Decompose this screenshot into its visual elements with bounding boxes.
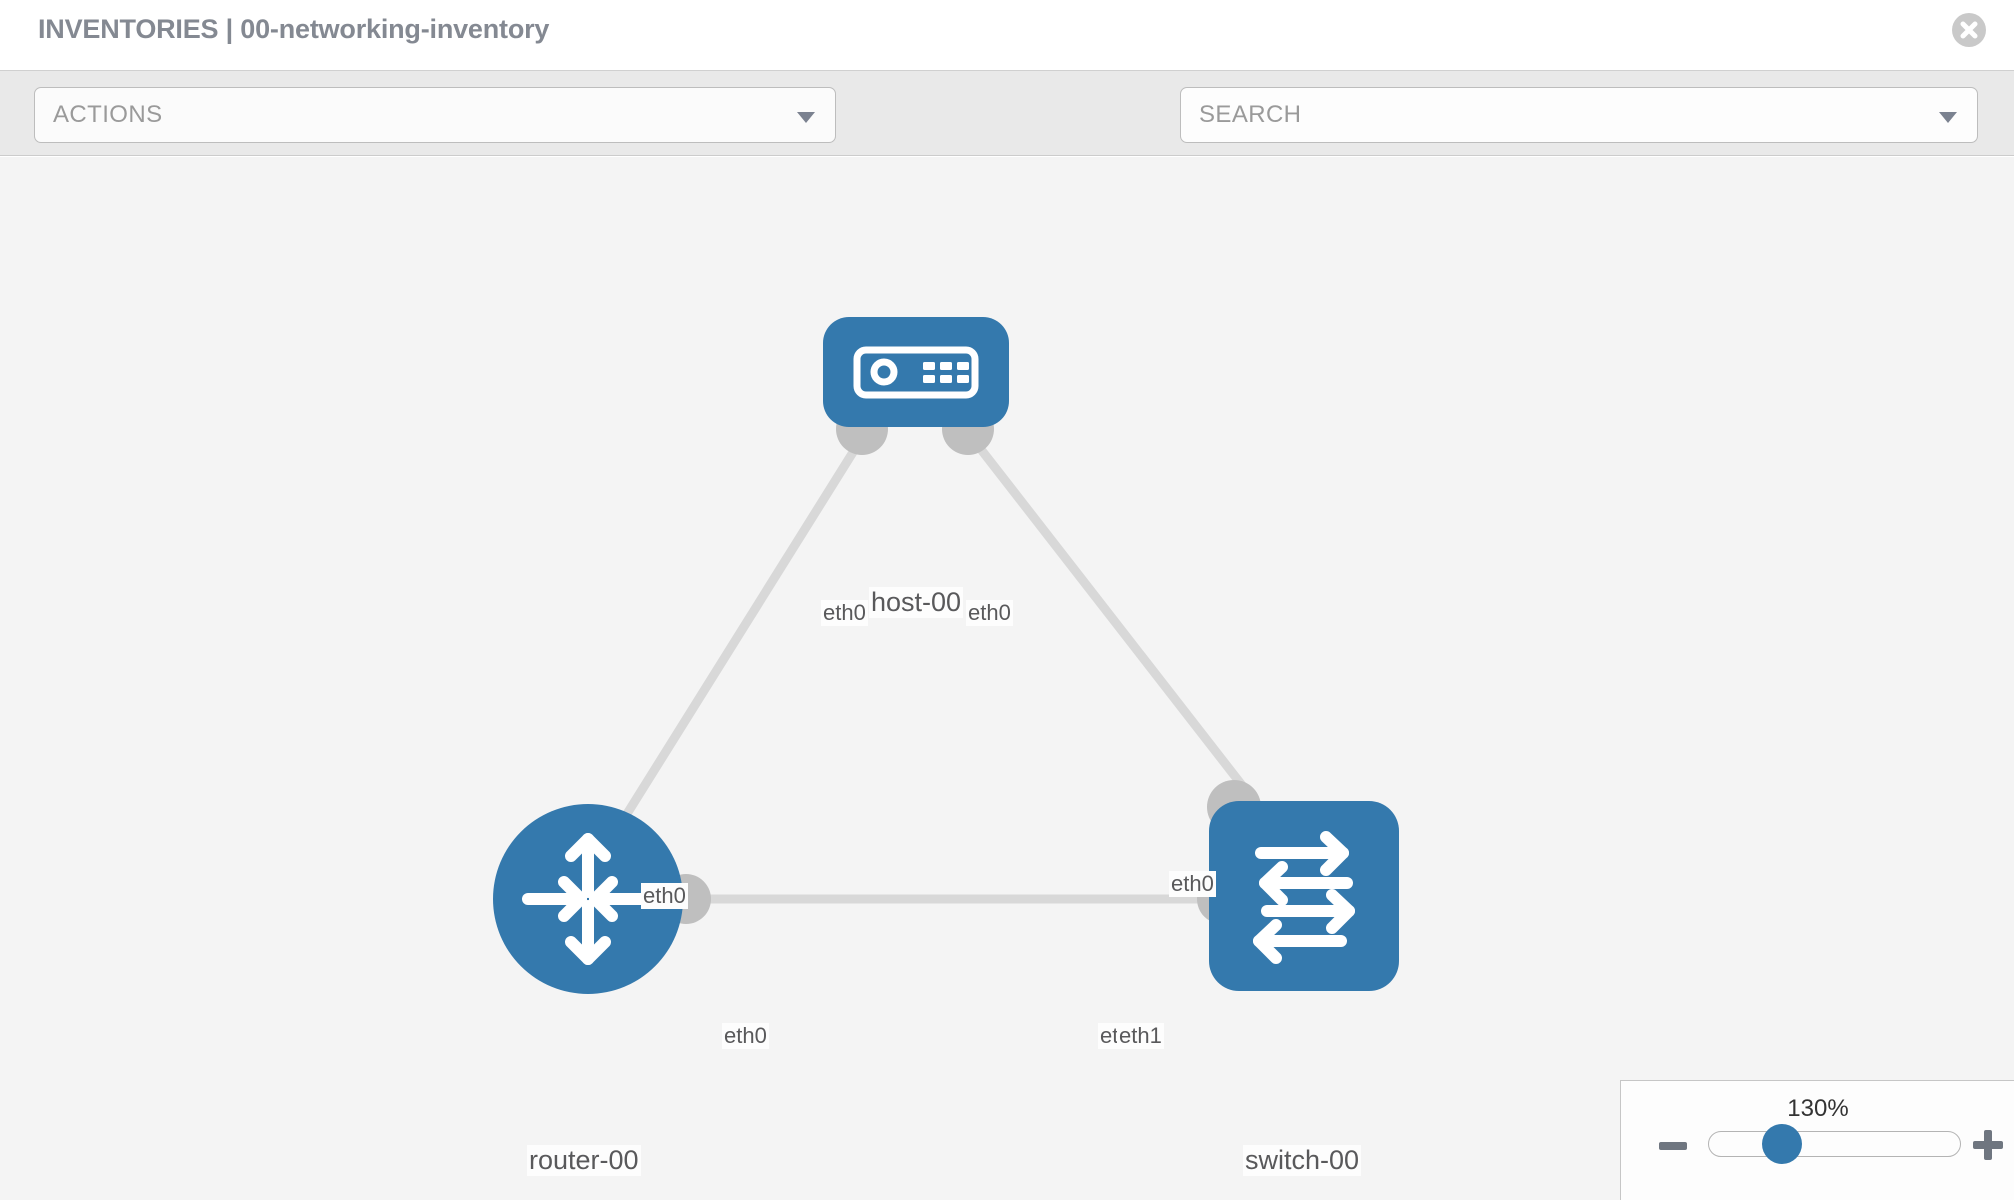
topology-edges (596, 403, 1294, 924)
edge-label-switch-upper: eth0 (1169, 871, 1216, 897)
edge-host-router (596, 422, 874, 860)
router-arrows-icon (522, 833, 654, 965)
topology-node-switch-00[interactable] (1209, 801, 1399, 991)
minus-icon[interactable] (1659, 1142, 1687, 1150)
actions-dropdown-label: ACTIONS (53, 101, 163, 128)
search-placeholder: SEARCH (1199, 101, 1302, 128)
edge-label-host-right: eth0 (966, 600, 1013, 626)
edge-host-switch (958, 422, 1294, 850)
edge-label-host-left: eth0 (821, 600, 868, 626)
page-title: INVENTORIES | 00-networking-inventory (38, 14, 550, 44)
topology-node-host-00[interactable] (823, 317, 1009, 427)
node-label-router-00: router-00 (527, 1145, 641, 1176)
edge-lines (596, 422, 1294, 904)
chevron-down-icon[interactable] (1939, 112, 1957, 123)
node-label-host-00: host-00 (869, 587, 964, 618)
server-icon (853, 346, 979, 399)
plus-icon[interactable] (1973, 1130, 2003, 1160)
topology-canvas[interactable]: host-00 router-00 switch-00 eth0 eth0 et… (0, 157, 2014, 1200)
page-header: INVENTORIES | 00-networking-inventory (0, 0, 2014, 70)
zoom-slider-thumb[interactable] (1762, 1124, 1802, 1164)
toolbar: ACTIONS SEARCH (0, 70, 2014, 202)
zoom-control-panel: 130% (1620, 1080, 2014, 1200)
close-icon[interactable] (1952, 13, 1986, 47)
search-input[interactable]: SEARCH (1180, 87, 1978, 143)
edge-label-router-right: eth0 (722, 1023, 769, 1049)
topology-node-router-00[interactable] (493, 804, 683, 994)
node-label-switch-00: switch-00 (1243, 1145, 1362, 1176)
edge-label-router-upper: eth0 (641, 883, 688, 909)
switch-arrows-icon (1253, 831, 1355, 964)
port-markers (661, 403, 1261, 924)
edge-label-switch-left-1: eth1 (1117, 1023, 1164, 1049)
chevron-down-icon (797, 112, 815, 123)
zoom-percent-label: 130% (1787, 1095, 1849, 1122)
zoom-slider-track[interactable] (1708, 1131, 1961, 1157)
actions-dropdown[interactable]: ACTIONS (34, 87, 836, 143)
